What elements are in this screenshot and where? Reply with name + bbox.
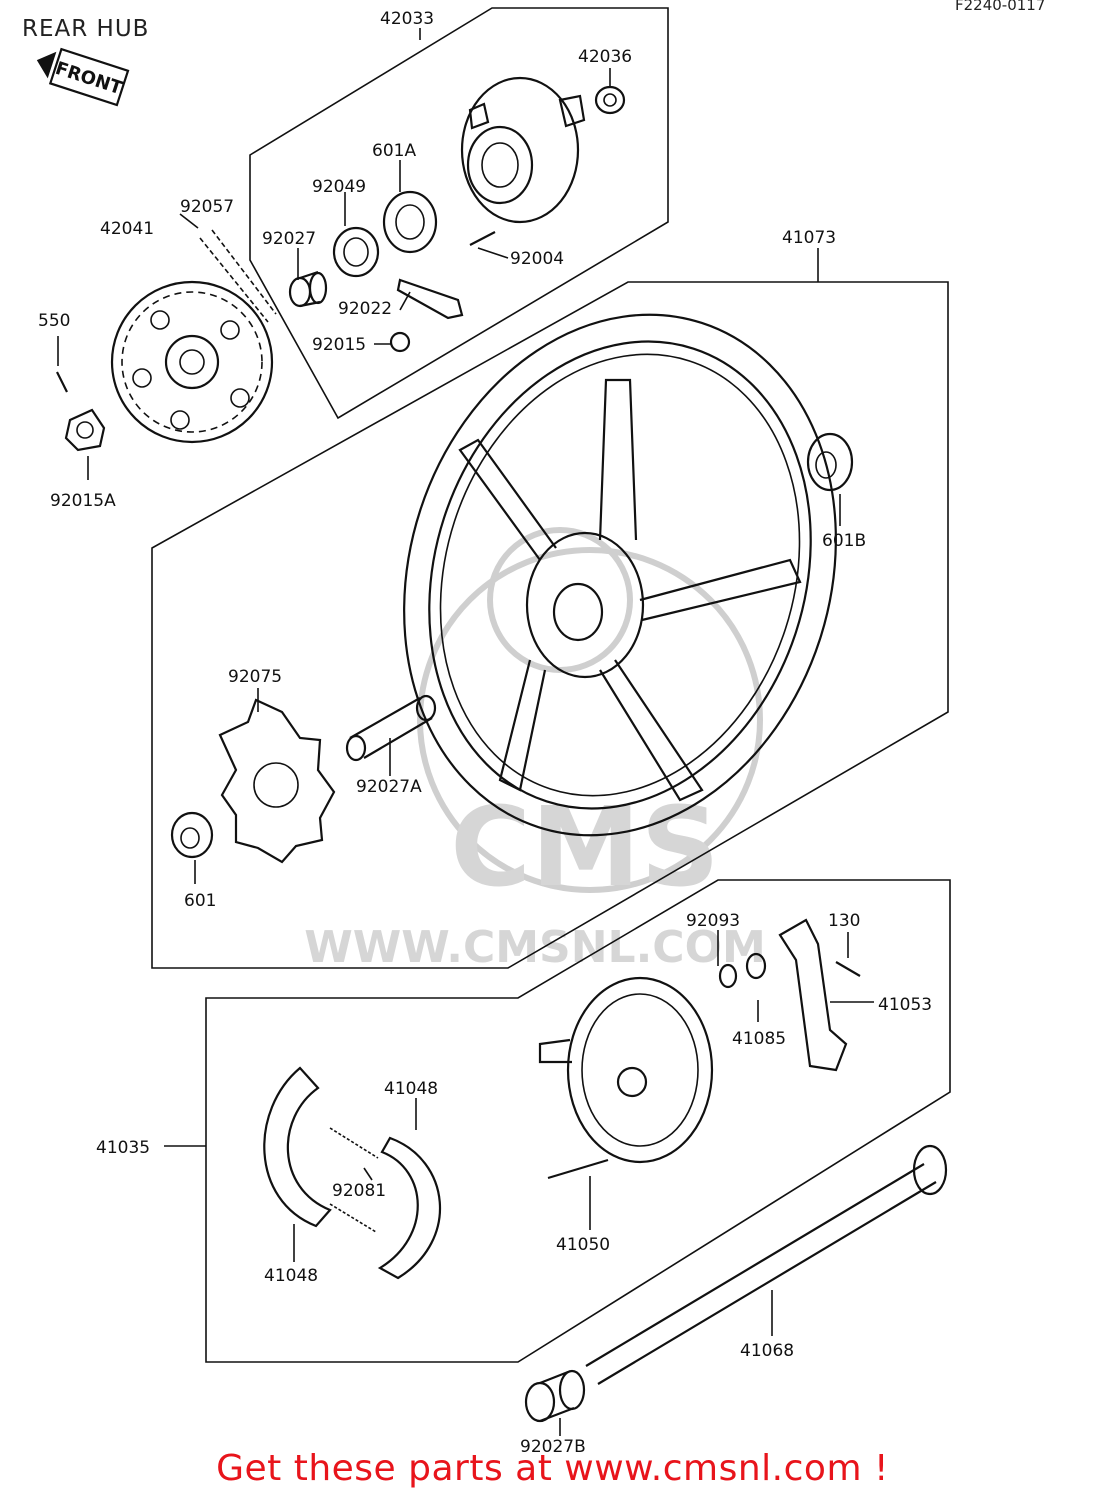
part-label-92004: 92004 bbox=[510, 249, 564, 269]
part-label-41068: 41068 bbox=[740, 1341, 794, 1361]
front-label: FRONT bbox=[53, 58, 126, 99]
brake-spring-bottom bbox=[329, 1203, 377, 1233]
chain-segment bbox=[199, 229, 277, 323]
part-label-130: 130 bbox=[828, 911, 860, 931]
part-labels: 42033 42036 601A 92049 92057 42041 92027… bbox=[38, 9, 932, 1457]
sprocket bbox=[110, 280, 274, 444]
part-label-41073: 41073 bbox=[782, 228, 836, 248]
bearing-601 bbox=[170, 811, 214, 859]
sprocket-nut bbox=[64, 408, 106, 452]
brake-camshaft bbox=[547, 1158, 609, 1180]
part-label-92075: 92075 bbox=[228, 667, 282, 687]
part-label-41050: 41050 bbox=[556, 1235, 610, 1255]
diagram-code: F2240-0117 bbox=[955, 0, 1046, 14]
coupling-nut bbox=[594, 85, 626, 115]
wheel-collar bbox=[345, 694, 437, 762]
part-label-41048-top: 41048 bbox=[384, 1079, 438, 1099]
order-parts-link[interactable]: Get these parts at www.cmsnl.com ! bbox=[216, 1448, 889, 1489]
part-label-550: 550 bbox=[38, 311, 70, 331]
brake-group-outline bbox=[205, 879, 951, 1363]
part-label-601: 601 bbox=[184, 891, 216, 911]
part-label-41053: 41053 bbox=[878, 995, 932, 1015]
stud bbox=[469, 231, 496, 246]
part-label-41048-bottom: 41048 bbox=[264, 1266, 318, 1286]
cotter-pin bbox=[56, 371, 68, 393]
watermark-brand: CMS bbox=[450, 783, 719, 911]
hub-nut bbox=[389, 331, 411, 353]
sprocket-hub-group-outline bbox=[249, 7, 669, 420]
part-label-42041: 42041 bbox=[100, 219, 154, 239]
part-label-92093: 92093 bbox=[686, 911, 740, 931]
part-label-92081: 92081 bbox=[332, 1181, 386, 1201]
part-label-92027: 92027 bbox=[262, 229, 316, 249]
front-arrow: FRONT bbox=[36, 47, 130, 107]
brake-shoes bbox=[263, 1066, 442, 1280]
part-label-92015a: 92015A bbox=[50, 491, 116, 511]
brake-spring-top bbox=[329, 1127, 379, 1159]
wheel-group-outline bbox=[151, 281, 949, 969]
brake-arm bbox=[778, 918, 848, 1072]
part-label-42033: 42033 bbox=[380, 9, 434, 29]
indicator-washer bbox=[718, 963, 738, 989]
watermark: CMS WWW.CMSNL.COM bbox=[304, 527, 766, 973]
part-label-92057: 92057 bbox=[180, 197, 234, 217]
oil-seal bbox=[332, 226, 380, 278]
part-label-41035: 41035 bbox=[96, 1138, 150, 1158]
part-label-601b: 601B bbox=[822, 531, 866, 551]
bearing-601b bbox=[806, 432, 854, 492]
leader-lines bbox=[57, 28, 874, 1436]
part-label-92015: 92015 bbox=[312, 335, 366, 355]
rear-axle bbox=[585, 1144, 948, 1385]
part-label-92022: 92022 bbox=[338, 299, 392, 319]
collar bbox=[288, 270, 328, 308]
brake-panel bbox=[538, 976, 714, 1164]
coupling-hub bbox=[460, 76, 586, 224]
lock-washer bbox=[396, 278, 464, 320]
bearing-601a bbox=[382, 190, 438, 254]
axle-collar bbox=[524, 1369, 586, 1423]
wear-indicator bbox=[745, 952, 767, 980]
part-label-92027a: 92027A bbox=[356, 777, 422, 797]
part-label-601a: 601A bbox=[372, 141, 416, 161]
watermark-url: WWW.CMSNL.COM bbox=[304, 922, 766, 973]
part-label-42036: 42036 bbox=[578, 47, 632, 67]
hub-damper bbox=[218, 698, 336, 864]
page-title: REAR HUB bbox=[22, 16, 150, 42]
arm-bolt bbox=[835, 961, 861, 977]
part-label-92027b: 92027B bbox=[520, 1437, 586, 1457]
part-label-92049: 92049 bbox=[312, 177, 366, 197]
rear-wheel bbox=[403, 313, 837, 837]
part-label-41085: 41085 bbox=[732, 1029, 786, 1049]
